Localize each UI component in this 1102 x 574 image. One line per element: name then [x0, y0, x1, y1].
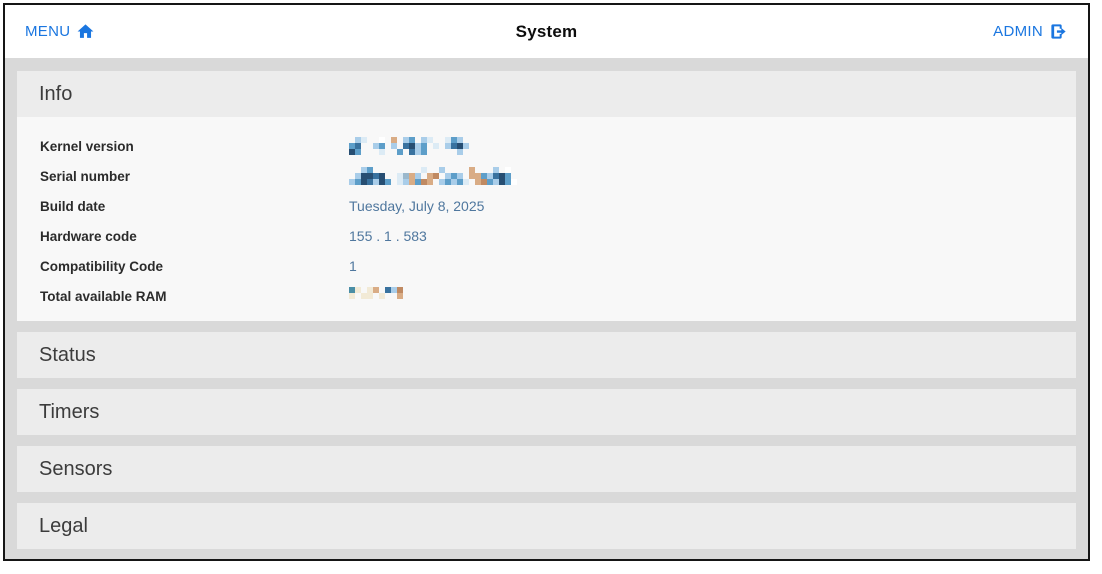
logout-icon: [1049, 22, 1068, 41]
section-status: Status: [17, 332, 1076, 378]
section-legal-title: Legal: [39, 514, 88, 537]
info-row-serial-number: Serial number: [40, 161, 1076, 191]
page-title: System: [515, 21, 578, 41]
total-ram-redacted-value: [349, 287, 415, 305]
menu-label: MENU: [25, 23, 71, 40]
content-area: Info Kernel version Serial number Build …: [5, 58, 1088, 559]
section-timers: Timers: [17, 389, 1076, 435]
info-row-hardware-code: Hardware code 155 . 1 . 583: [40, 221, 1076, 251]
total-ram-label: Total available RAM: [40, 288, 167, 304]
build-date-label: Build date: [40, 198, 106, 214]
section-status-title: Status: [39, 343, 96, 366]
hardware-code-label: Hardware code: [40, 228, 137, 244]
serial-number-label: Serial number: [40, 168, 131, 184]
section-sensors-title: Sensors: [39, 457, 113, 480]
build-date-value: Tuesday, July 8, 2025: [349, 198, 485, 214]
admin-label: ADMIN: [993, 23, 1043, 40]
section-info-header[interactable]: Info: [17, 71, 1076, 117]
top-bar: MENU System ADMIN: [5, 5, 1088, 58]
kernel-version-label: Kernel version: [40, 138, 134, 154]
section-status-header[interactable]: Status: [17, 332, 1076, 378]
admin-link[interactable]: ADMIN: [993, 22, 1068, 41]
section-legal: Legal: [17, 503, 1076, 549]
compatibility-code-label: Compatibility Code: [40, 258, 164, 274]
info-row-kernel-version: Kernel version: [40, 131, 1076, 161]
section-timers-title: Timers: [39, 400, 100, 423]
section-legal-header[interactable]: Legal: [17, 503, 1076, 549]
section-info-body: Kernel version Serial number Build date …: [17, 117, 1076, 321]
section-info-title: Info: [39, 82, 73, 105]
info-row-total-ram: Total available RAM: [40, 281, 1076, 311]
menu-link[interactable]: MENU: [25, 22, 95, 41]
info-row-build-date: Build date Tuesday, July 8, 2025: [40, 191, 1076, 221]
hardware-code-value: 155 . 1 . 583: [349, 228, 427, 244]
kernel-version-redacted-value: [349, 137, 469, 155]
section-sensors: Sensors: [17, 446, 1076, 492]
compatibility-code-value: 1: [349, 258, 357, 274]
info-row-compatibility-code: Compatibility Code 1: [40, 251, 1076, 281]
home-icon: [76, 22, 95, 41]
serial-number-redacted-value: [349, 167, 517, 185]
app-window: MENU System ADMIN: [3, 3, 1090, 561]
section-sensors-header[interactable]: Sensors: [17, 446, 1076, 492]
section-timers-header[interactable]: Timers: [17, 389, 1076, 435]
section-info: Info Kernel version Serial number Build …: [17, 71, 1076, 321]
